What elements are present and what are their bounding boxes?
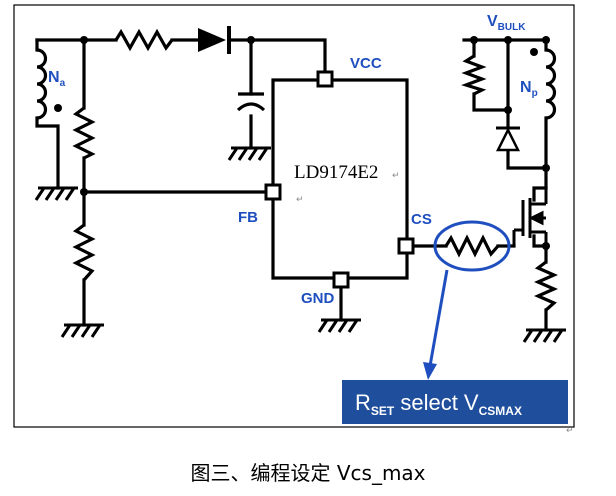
clamp-diode (495, 126, 521, 152)
lower-divider-resistor (72, 223, 96, 282)
ground-sense (522, 328, 566, 343)
ground-cap (227, 146, 271, 161)
winding-na-coil (36, 48, 48, 120)
series-resistor (114, 28, 174, 52)
rset-callout: RSET select VCSMAX (342, 380, 568, 424)
ground-chip (317, 318, 361, 333)
pin-label-vcc: VCC (350, 55, 382, 72)
fb-mark: ↵ (296, 195, 304, 205)
upper-divider-resistor (72, 106, 96, 160)
figure-caption: 图三、编程设定 Vcs_max (190, 461, 425, 485)
pin-squares (264, 70, 415, 289)
callout-text: RSET select VCSMAX (355, 390, 522, 418)
na-dot-marker (54, 104, 62, 112)
diagram-frame (13, 4, 575, 428)
pin-label-cs: CS (411, 211, 432, 228)
ground-symbols (34, 146, 566, 343)
winding-na-label: Na (48, 69, 66, 89)
rset-highlight-ellipse (433, 220, 511, 272)
ground-divider (60, 323, 104, 338)
vcc-capacitor (236, 92, 266, 112)
pin-label-fb: FB (238, 209, 258, 226)
ground-na (34, 186, 78, 201)
pin-label-gnd: GND (301, 290, 335, 307)
callout-box (342, 380, 568, 424)
chip-label: LD9174E2 (294, 162, 378, 183)
vbulk-label: VBULK (487, 13, 526, 33)
pin-cs (397, 237, 415, 255)
rcd-resistor (461, 54, 487, 96)
pin-vcc (316, 70, 334, 88)
winding-np-coil (545, 48, 557, 120)
pin-fb (264, 183, 282, 201)
np-dot-marker (530, 48, 538, 56)
sense-resistor (534, 260, 558, 312)
callout-arrow (423, 269, 449, 380)
chip-label-mark: ↵ (392, 171, 400, 181)
rset-resistor (444, 234, 500, 258)
rectifier-diode (198, 26, 231, 54)
pin-gnd (332, 271, 350, 289)
corner-mark: ↵ (566, 426, 574, 436)
mosfet (512, 188, 548, 246)
wires (35, 38, 548, 332)
resistors (72, 28, 558, 312)
winding-np-label: Np (520, 79, 538, 99)
junction-dots (80, 36, 550, 250)
